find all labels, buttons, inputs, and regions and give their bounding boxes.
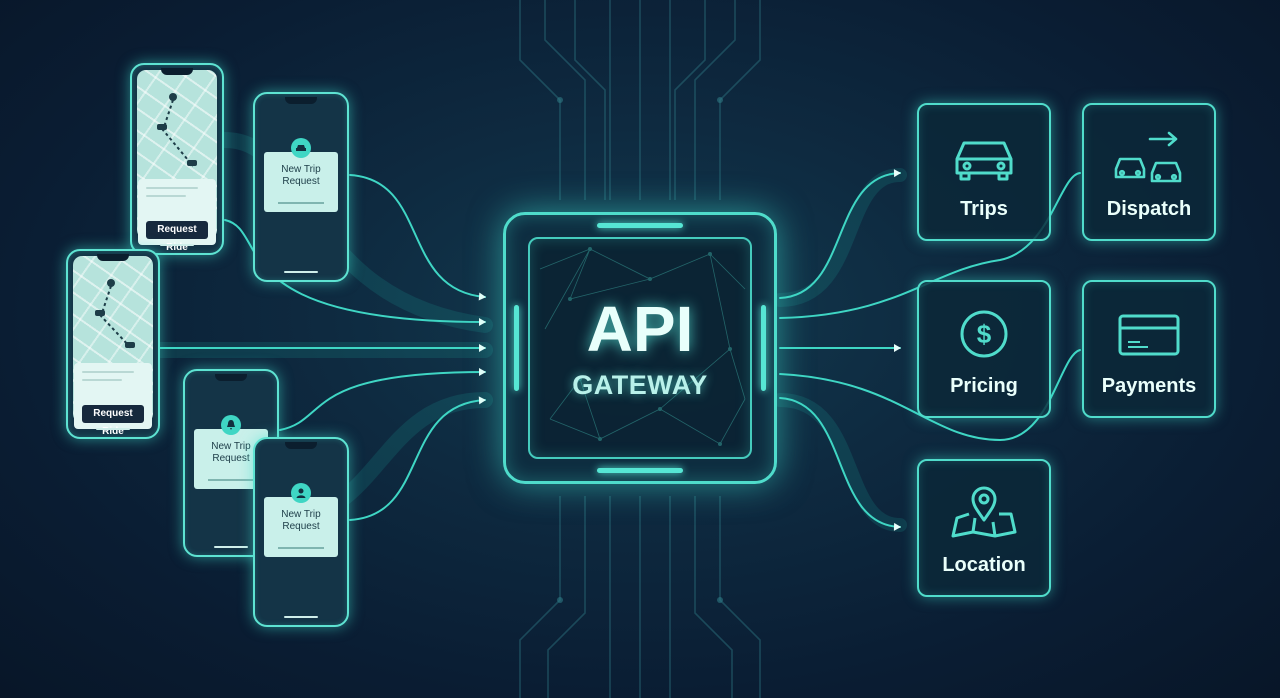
service-label: Payments	[1101, 375, 1197, 397]
driver-phone-top: New Trip Request	[253, 92, 349, 282]
service-dispatch[interactable]: Dispatch	[1082, 103, 1216, 241]
car-icon	[291, 138, 311, 158]
api-gateway[interactable]: API GATEWAY	[503, 212, 777, 484]
gateway-title: API	[586, 293, 694, 365]
driver-phone-bottom: New Trip Request	[253, 437, 349, 627]
trip-notification[interactable]: New Trip Request	[194, 429, 268, 489]
car-icon	[157, 124, 197, 166]
service-payments[interactable]: Payments	[1082, 280, 1216, 418]
gateway-core	[528, 237, 752, 459]
ride-card: Request Ride	[138, 179, 216, 253]
route-map	[95, 279, 135, 349]
request-ride-button[interactable]: Request Ride	[146, 221, 208, 253]
notification-text: New Trip Request	[281, 509, 321, 532]
service-location[interactable]: Location	[917, 459, 1051, 597]
credit-card-icon	[1118, 314, 1180, 356]
gateway-subtitle: GATEWAY	[572, 370, 708, 400]
service-pricing[interactable]: $ Pricing	[917, 280, 1051, 418]
route-map	[157, 93, 197, 167]
ride-card: Request Ride	[74, 363, 152, 437]
map-pin-icon	[169, 93, 177, 101]
network-mesh	[539, 247, 746, 446]
circuit-traces	[519, 0, 761, 698]
rider-phone-bottom: Request Ride	[66, 249, 160, 439]
service-trips[interactable]: Trips	[917, 103, 1051, 241]
map-pin-icon	[107, 279, 115, 287]
service-label: Dispatch	[1106, 198, 1192, 220]
car-icon	[955, 141, 1013, 181]
service-label: Pricing	[950, 375, 1018, 397]
service-label: Trips	[960, 198, 1008, 220]
service-label: Location	[942, 554, 1026, 576]
dollar-coin-icon: $	[960, 310, 1008, 358]
request-ride-button[interactable]: Request Ride	[82, 405, 144, 437]
map-pin-icon	[951, 486, 1017, 538]
user-icon	[291, 483, 311, 503]
notification-text: New Trip Request	[281, 164, 321, 187]
bell-icon	[221, 415, 241, 435]
rider-phone-top: Request Ride	[130, 63, 224, 255]
trip-notification[interactable]: New Trip Request	[264, 497, 338, 557]
notification-text: New Trip Request	[211, 441, 251, 464]
dispatch-cars-arrow-icon	[1114, 131, 1182, 183]
outbound-flows	[773, 168, 1081, 532]
trip-notification[interactable]: New Trip Request	[264, 152, 338, 212]
svg-text:$: $	[977, 319, 992, 349]
car-icon	[95, 310, 135, 348]
